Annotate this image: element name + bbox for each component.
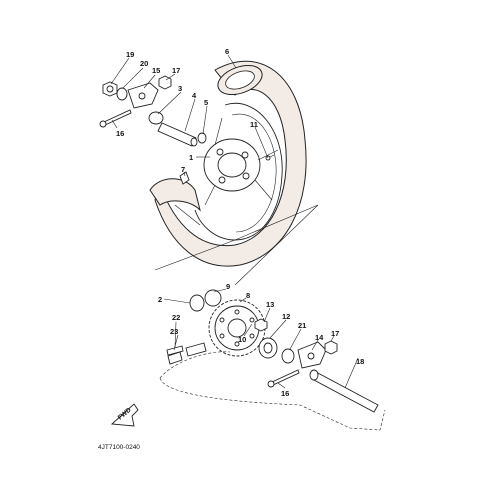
callout-16-lower: 16 xyxy=(281,389,289,398)
callout-15: 15 xyxy=(152,66,160,75)
callout-17-lower: 17 xyxy=(331,329,339,338)
callout-19: 19 xyxy=(126,50,134,59)
callout-5: 5 xyxy=(204,98,208,107)
callout-3: 3 xyxy=(178,84,182,93)
callout-18: 18 xyxy=(356,357,364,366)
callout-16: 16 xyxy=(116,129,124,138)
leader-lines xyxy=(110,54,359,389)
callout-12: 12 xyxy=(282,312,290,321)
rear-wheel xyxy=(149,60,307,267)
callout-2: 2 xyxy=(158,295,162,304)
fwd-arrow-icon: FWD xyxy=(110,403,139,427)
callout-23: 23 xyxy=(170,327,178,336)
callout-9: 9 xyxy=(226,282,230,291)
callout-17: 17 xyxy=(172,66,180,75)
callout-20: 20 xyxy=(140,59,148,68)
callout-6: 6 xyxy=(225,47,229,56)
callout-13: 13 xyxy=(266,300,274,309)
callout-14: 14 xyxy=(315,333,324,342)
callout-7: 7 xyxy=(181,165,185,174)
callout-labels: 19 20 15 17 16 3 4 5 6 11 1 7 2 9 8 22 2… xyxy=(116,47,364,398)
callout-1: 1 xyxy=(189,153,193,162)
callout-4: 4 xyxy=(192,91,197,100)
upper-hardware xyxy=(99,75,207,185)
callout-11: 11 xyxy=(250,120,258,129)
diagram-code: 4JT7100-0240 xyxy=(98,444,140,451)
callout-8: 8 xyxy=(246,291,250,300)
callout-21: 21 xyxy=(298,321,306,330)
sprocket-assembly xyxy=(166,289,379,413)
callout-10: 10 xyxy=(238,335,246,344)
callout-22: 22 xyxy=(172,313,180,322)
